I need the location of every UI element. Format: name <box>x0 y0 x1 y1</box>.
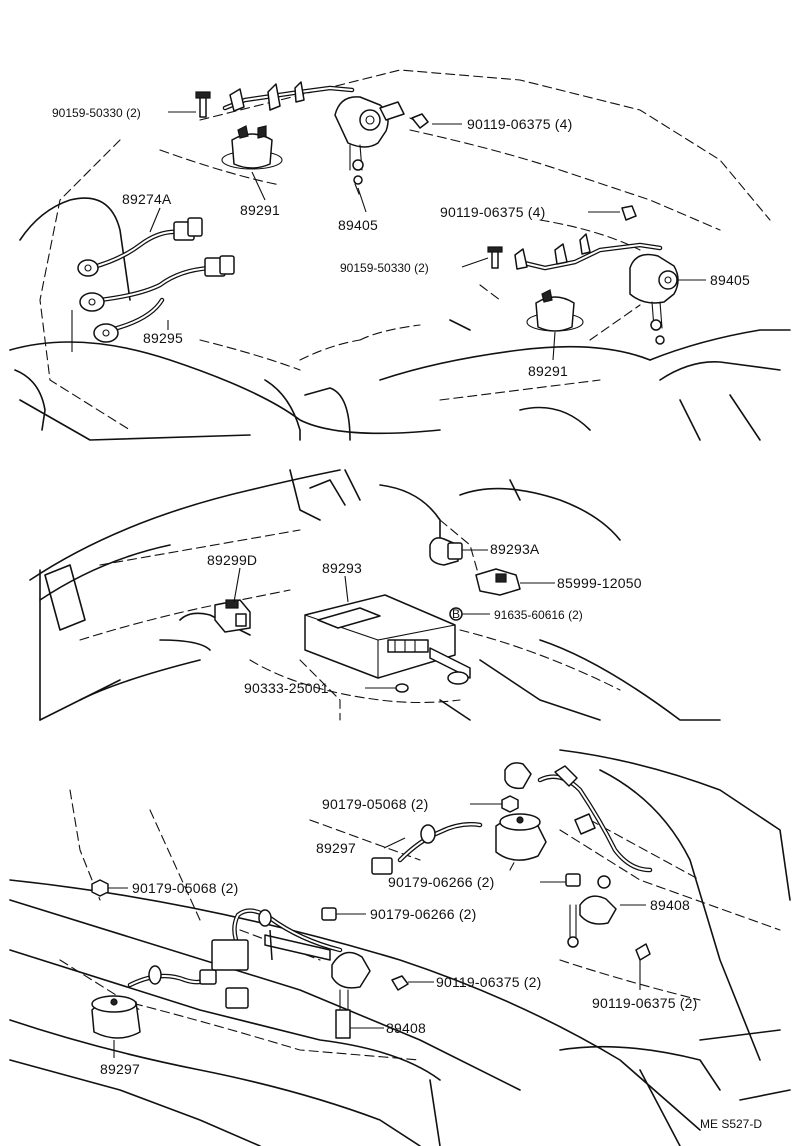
label-link-89408-right: 89408 <box>650 897 690 913</box>
label-nut-90179-06266-right: 90179-06266 (2) <box>388 874 495 890</box>
label-relay-89293A: 89293A <box>490 541 540 557</box>
relay-89293A <box>429 537 463 566</box>
bottom-body-outline <box>9 749 791 1146</box>
diagram-code: ME S527-D <box>700 1117 762 1131</box>
harness-89295 <box>79 255 235 343</box>
label-sensor-89297-left: 89297 <box>100 1061 140 1077</box>
actuator-89405-right <box>629 253 679 345</box>
bolt-90119-left <box>409 113 429 129</box>
label-harness-89274A: 89274A <box>122 191 172 207</box>
label-ecu-89293: 89293 <box>322 560 362 576</box>
stabilizer-bar-right <box>514 233 663 271</box>
sensor-89297-top <box>371 813 547 875</box>
label-bolt-90119-right-top: 90119-06375 (4) <box>467 116 572 132</box>
middle-section: B 89299D 89293 89293A 85999-12050 91635-… <box>29 469 721 721</box>
label-link-89408-left: 89408 <box>386 1020 426 1036</box>
nut-90179-05068-top <box>501 795 519 813</box>
label-sensor-89297-top: 89297 <box>316 840 356 856</box>
switch-89299D <box>214 599 251 633</box>
bolt-90119-06375-mid <box>391 975 409 991</box>
top-leaders <box>71 111 706 361</box>
label-actuator-89405-left: 89405 <box>338 217 378 233</box>
harness-left <box>211 908 343 1009</box>
label-nut-90179-05068-top: 90179-05068 (2) <box>322 796 429 812</box>
top-body-outline <box>9 69 791 441</box>
screw-mark: B <box>452 607 460 621</box>
stabilizer-bar-left <box>222 81 355 112</box>
harness-89274A <box>77 217 203 277</box>
link-89408-left <box>331 951 371 1039</box>
label-connector-85999: 85999-12050 <box>557 575 642 591</box>
label-actuator-89405-right: 89405 <box>710 272 750 288</box>
middle-body-outline <box>29 469 721 721</box>
bolt-90119-06375-right <box>635 943 651 961</box>
bottom-section: 90179-05068 (2) 89297 90179-06266 (2) 90… <box>9 749 791 1146</box>
link-89408-right <box>567 875 617 948</box>
label-bolt-90119-06375-right: 90119-06375 (2) <box>592 995 697 1011</box>
ecu-89293 <box>304 594 471 685</box>
label-bolt-90159-left: 90159-50330 (2) <box>52 106 141 120</box>
nut-90179-05068-left <box>91 879 109 897</box>
sensor-89291-right <box>526 289 584 332</box>
label-nut-90179-06266-left: 90179-06266 (2) <box>370 906 477 922</box>
label-harness-89295: 89295 <box>143 330 183 346</box>
label-clip-90333: 90333-25001 <box>244 680 329 696</box>
label-bolt-90159-right: 90159-50330 (2) <box>340 261 429 275</box>
connector-85999 <box>475 568 521 596</box>
clip-90333 <box>395 683 409 693</box>
label-screw-91635: 91635-60616 (2) <box>494 608 583 622</box>
actuator-89405-left <box>334 96 405 195</box>
screw-91635: B <box>449 607 463 621</box>
bolt-90159-left <box>195 91 211 118</box>
label-nut-90179-05068-left: 90179-05068 (2) <box>132 880 239 896</box>
label-bolt-90119-06375-mid: 90119-06375 (2) <box>436 974 541 990</box>
bottom-leaders <box>108 803 646 1058</box>
label-sensor-89291-left: 89291 <box>240 202 280 218</box>
bolt-90159-right <box>487 246 503 269</box>
nut-90179-06266-left <box>321 907 337 921</box>
label-sensor-89291-right: 89291 <box>528 363 568 379</box>
nut-90179-06266-right <box>565 873 581 887</box>
label-bolt-90119-right-mid: 90119-06375 (4) <box>440 204 545 220</box>
harness-right-top <box>504 762 653 873</box>
top-section: 90159-50330 (2) 90119-06375 (4) 89274A 8… <box>9 69 791 441</box>
bolt-90119-right <box>621 205 637 221</box>
sensor-89297-left <box>91 965 217 1039</box>
middle-leaders <box>233 549 555 689</box>
label-switch-89299D: 89299D <box>207 552 257 568</box>
sensor-89291-left <box>221 125 283 170</box>
